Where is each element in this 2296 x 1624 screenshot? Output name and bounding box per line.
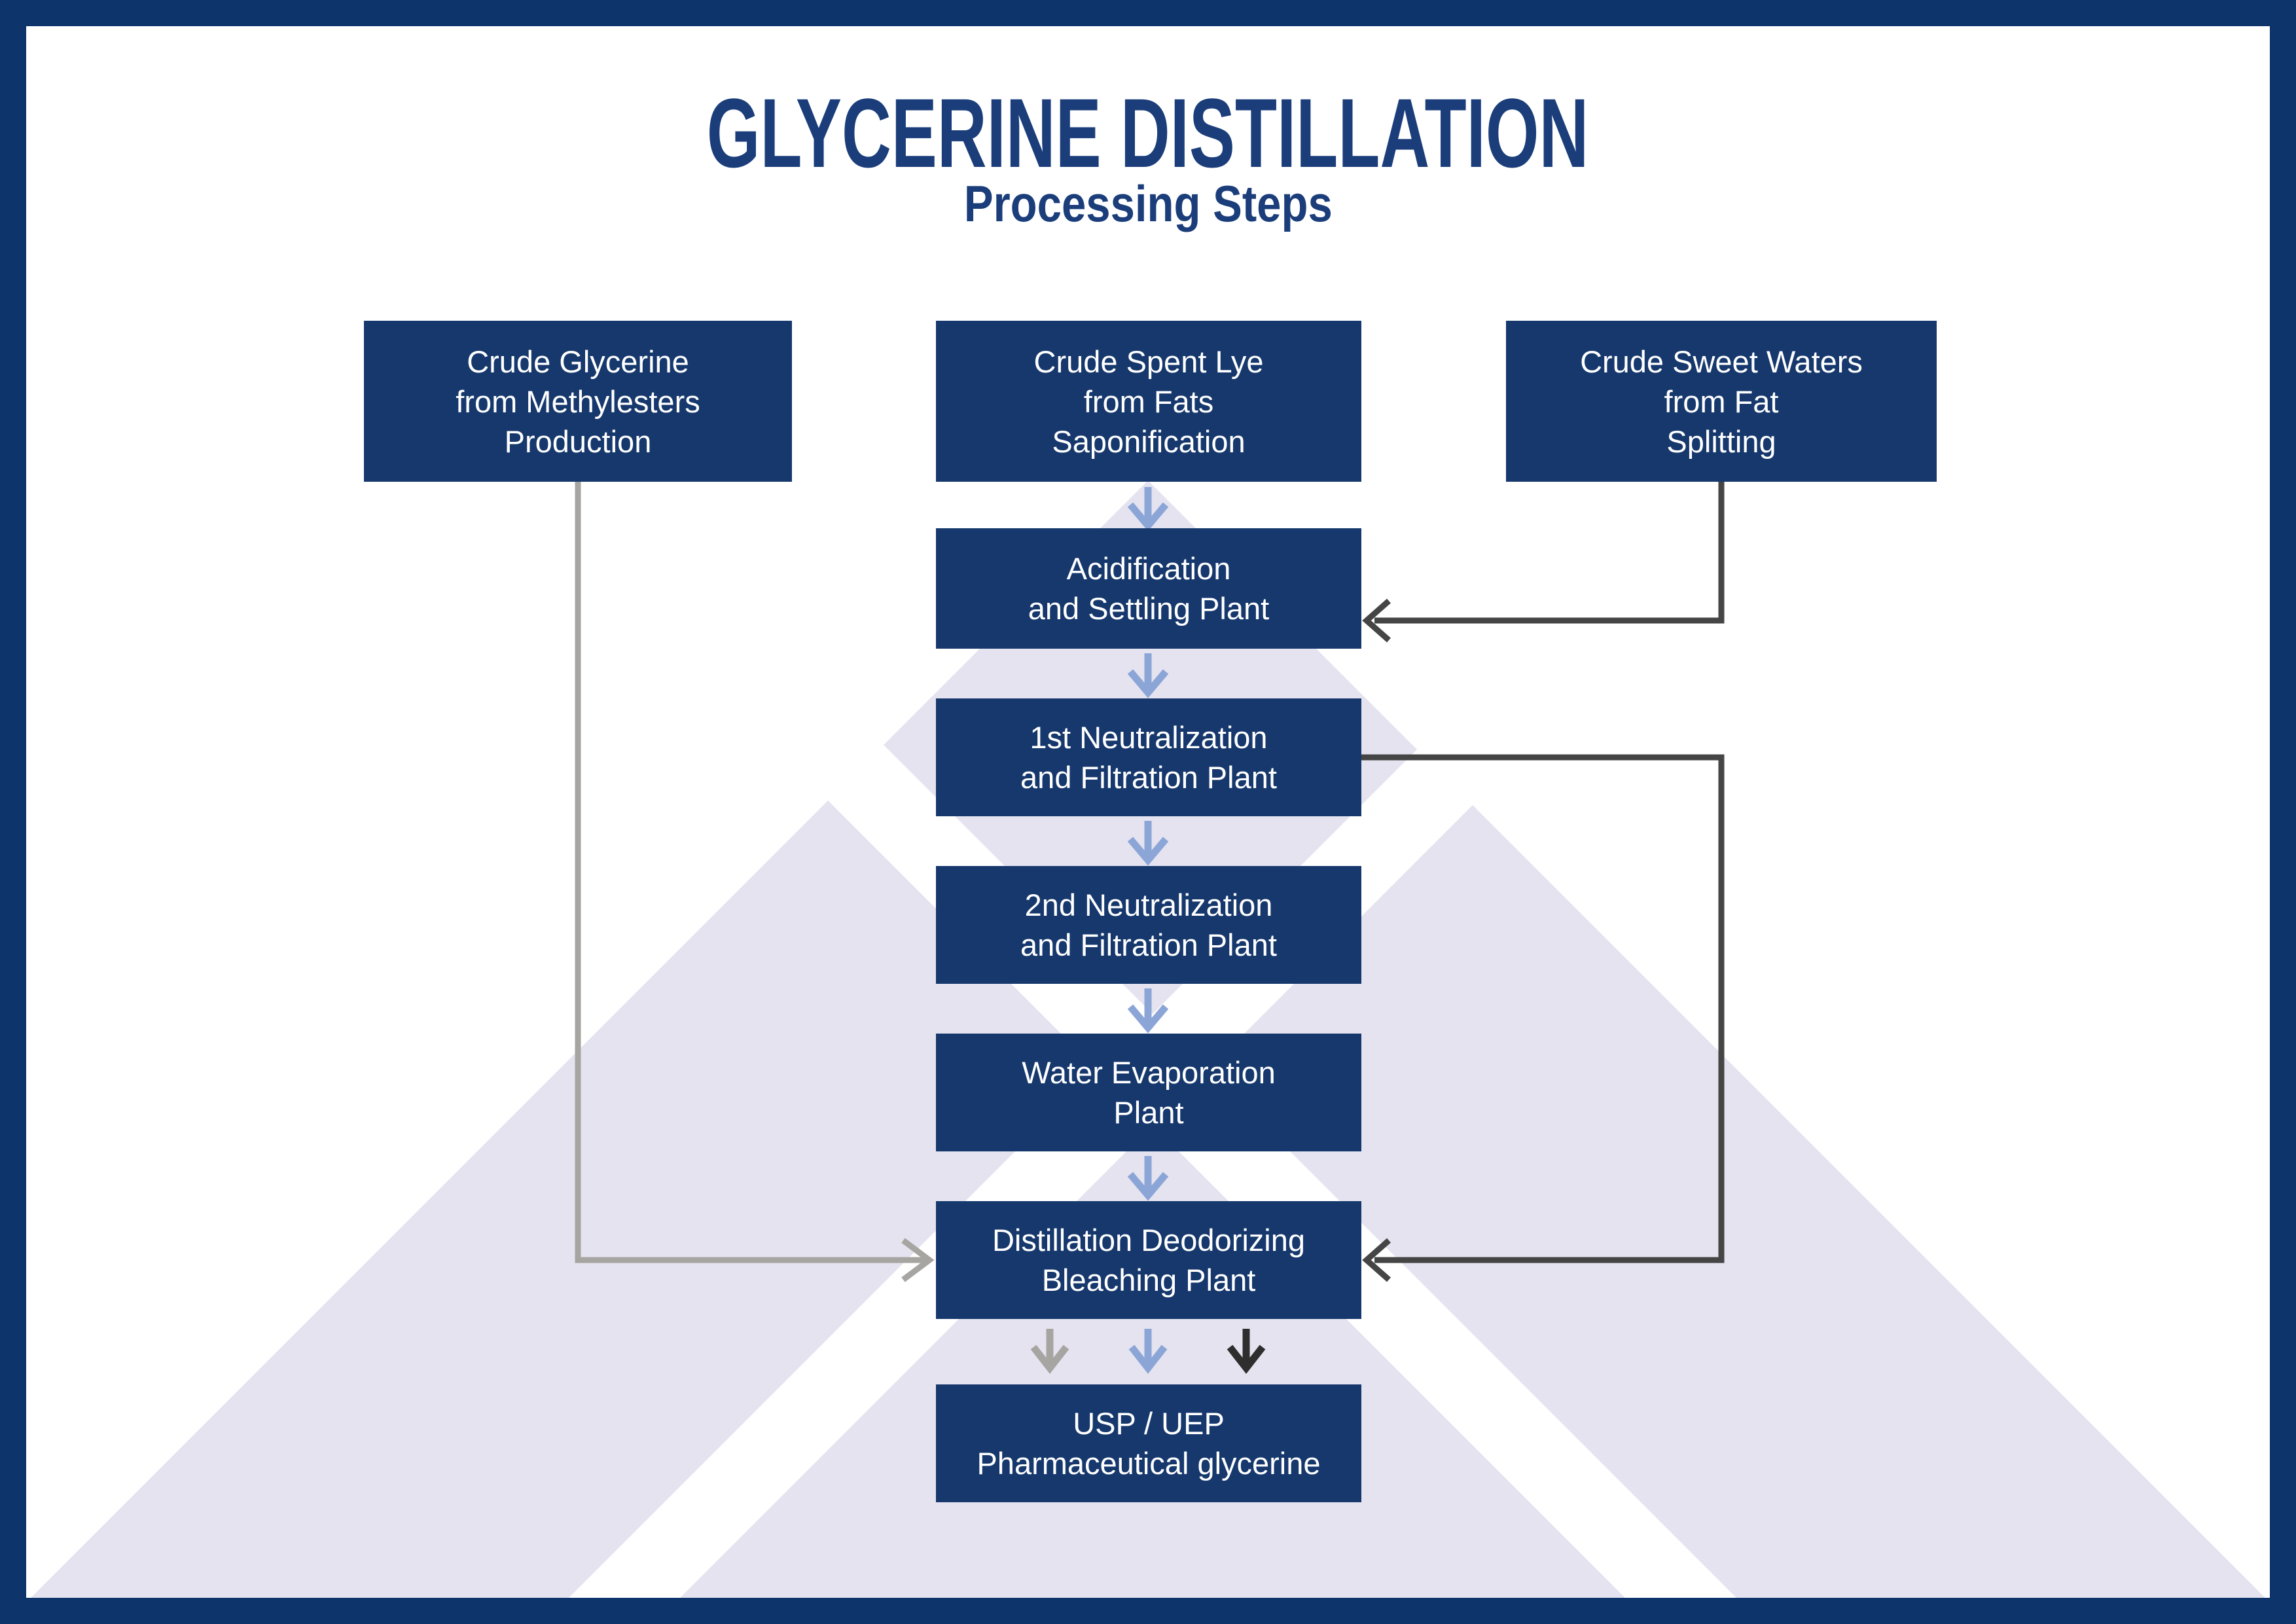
node-line: Saponification [1052,424,1246,459]
node-line: Crude Spent Lye [1033,344,1264,379]
node-crude-glycerine: Crude Glycerine from Methylesters Produc… [364,321,792,482]
node-1st-neutralization: 1st Neutralization and Filtration Plant [936,698,1361,816]
arrow-down-blue-1 [1127,487,1169,532]
node-line: and Filtration Plant [1020,760,1277,795]
node-distillation: Distillation Deodorizing Bleaching Plant [936,1201,1361,1319]
arrow-down-blue-5 [1127,1156,1169,1201]
node-line: Bleaching Plant [1041,1263,1256,1297]
node-crude-sweet-waters: Crude Sweet Waters from Fat Splitting [1506,321,1937,482]
arrow-down-blue-6 [1128,1329,1168,1374]
page-subtitle: Processing Steps [0,178,2296,229]
page-title: GLYCERINE DISTILLATION [0,84,2296,182]
node-line: from Fat [1664,384,1779,419]
node-line: from Fats [1083,384,1214,419]
node-line: and Filtration Plant [1020,928,1277,962]
node-water-evaporation: Water Evaporation Plant [936,1034,1361,1151]
connector-sweet-waters [1374,482,1725,624]
node-line: 2nd Neutralization [1024,888,1273,922]
node-line: and Settling Plant [1028,591,1270,626]
arrowhead-left-dark-2 [1362,1238,1391,1282]
connector-neutralization1 [1361,754,1725,1263]
node-2nd-neutralization: 2nd Neutralization and Filtration Plant [936,866,1361,984]
node-usp-uep: USP / UEP Pharmaceutical glycerine [936,1384,1361,1502]
arrow-down-gray [1030,1329,1069,1374]
subtitle-text: Processing Steps [963,175,1333,232]
node-acidification: Acidification and Settling Plant [936,528,1361,649]
title-text: GLYCERINE DISTILLATION [707,78,1589,188]
node-line: Crude Sweet Waters [1580,344,1863,379]
node-line: Acidification [1066,551,1231,586]
node-line: Crude Glycerine [467,344,689,379]
arrow-down-blue-3 [1127,821,1169,866]
node-line: Water Evaporation [1022,1055,1276,1090]
node-crude-spent-lye: Crude Spent Lye from Fats Saponification [936,321,1361,482]
node-line: Production [504,424,652,459]
node-line: USP / UEP [1073,1406,1225,1441]
node-line: Pharmaceutical glycerine [977,1446,1321,1481]
node-line: Plant [1113,1095,1184,1130]
node-line: 1st Neutralization [1030,720,1268,755]
connector-crude-glycerine [575,482,927,1263]
node-line: Splitting [1666,424,1776,459]
node-line: from Methylesters [456,384,700,419]
node-line: Distillation Deodorizing [992,1223,1306,1257]
arrowhead-left-dark-1 [1362,598,1391,643]
arrow-down-blue-4 [1127,988,1169,1034]
arrow-down-black [1227,1329,1266,1374]
arrowhead-right-gray [901,1238,935,1282]
arrow-down-blue-2 [1127,653,1169,698]
